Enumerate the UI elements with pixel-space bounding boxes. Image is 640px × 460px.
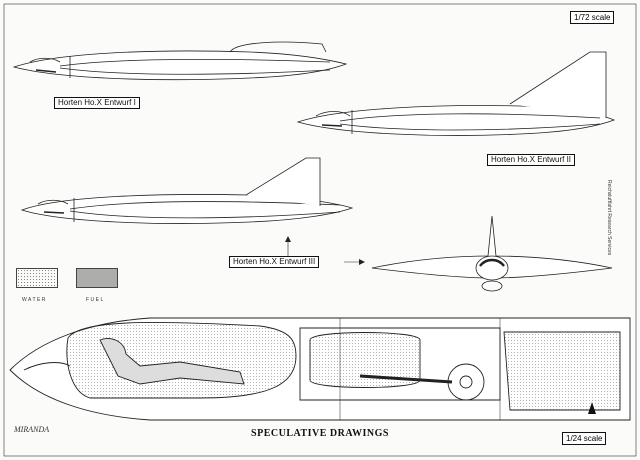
scale-label-bottom: 1/24 scale [562,432,607,445]
sheet-border [3,3,637,457]
aircraft-side-view-2 [296,51,616,136]
legend-water-swatch [16,268,58,288]
scale-label-top: 1/72 scale [570,11,615,24]
north-arrow-icon [588,402,596,414]
page-footer-title: SPECULATIVE DRAWINGS [251,428,389,439]
aircraft-front-view [371,215,613,292]
artist-signature: MIRANDA [14,425,50,434]
cutaway-drawing [9,317,631,421]
legend-water-label: WATER [22,297,47,303]
label-entwurf-2: Horten Ho.X Entwurf II [487,154,576,166]
legend-fuel-swatch [76,268,118,288]
legend-fuel-label: FUEL [86,297,105,303]
credit-text: Reichsluftfahrt Research Services [606,180,612,256]
aircraft-side-view-1 [12,41,348,81]
label-entwurf-1: Horten Ho.X Entwurf I [54,97,140,109]
label-entwurf-3: Horten Ho.X Entwurf III [229,256,320,268]
aircraft-side-view-3 [20,157,354,224]
